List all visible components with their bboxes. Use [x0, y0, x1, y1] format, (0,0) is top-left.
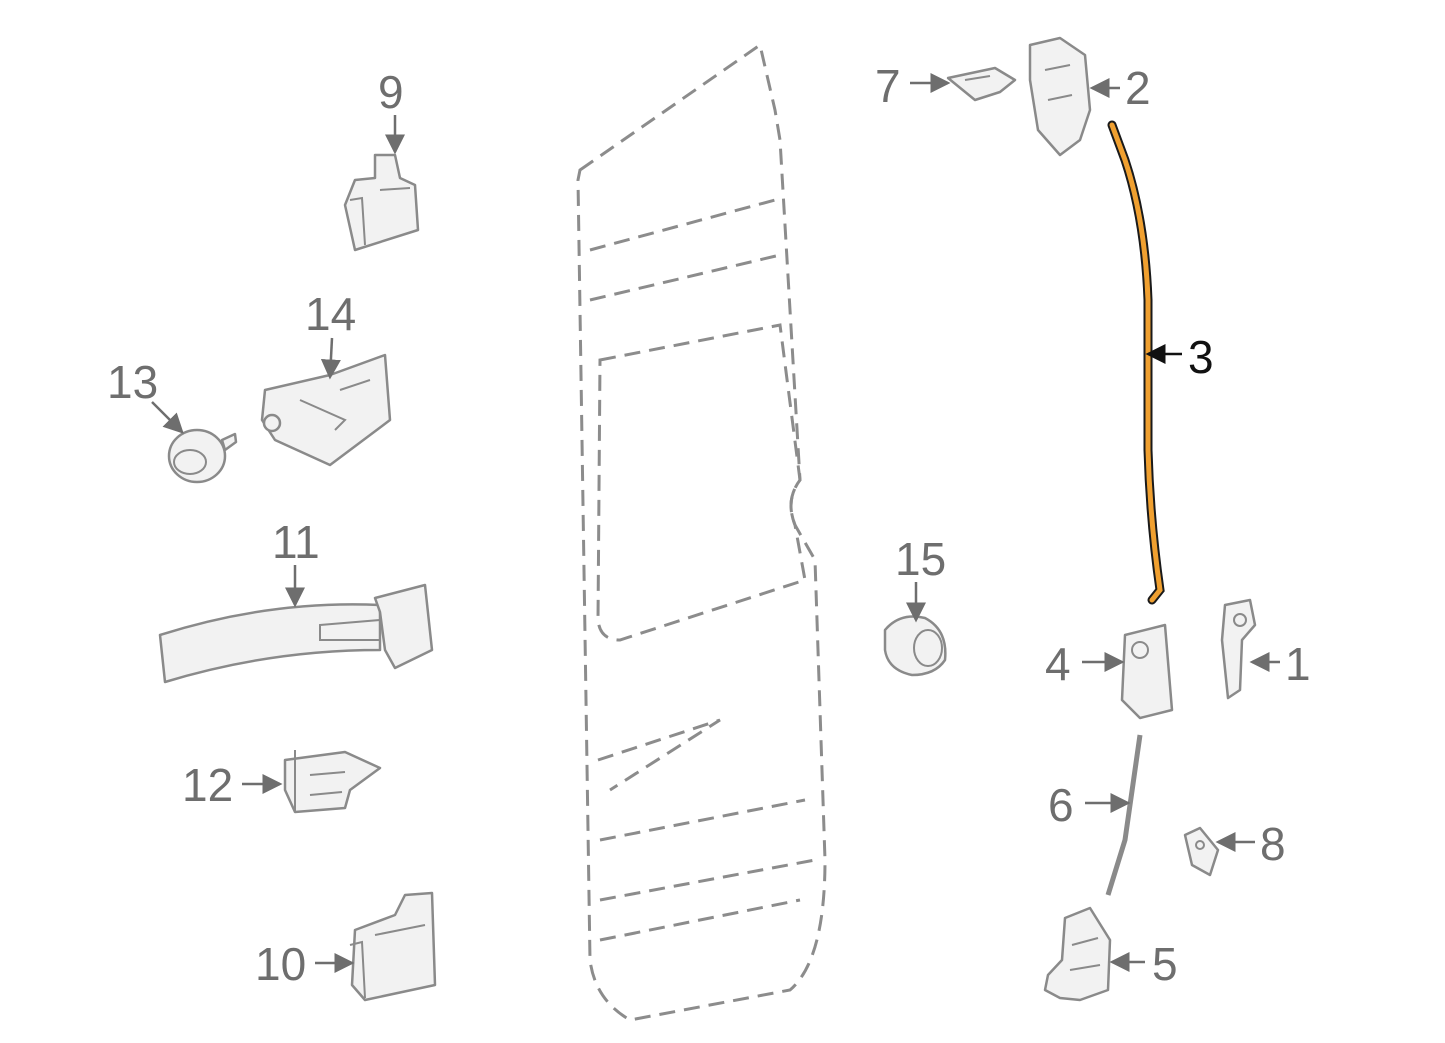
callout-8: 8 [1260, 818, 1286, 870]
callout-arrows [151, 73, 1280, 973]
part-1-striker [1220, 598, 1257, 700]
callout-7: 7 [875, 60, 901, 112]
part-10-hinge-lower [349, 891, 437, 1002]
callout-2: 2 [1125, 62, 1151, 114]
part-13-knob [167, 428, 238, 484]
callout-12: 12 [182, 759, 233, 811]
part-12-hinge-small [283, 750, 382, 814]
callout-9: 9 [378, 66, 404, 118]
part-15-bumper [883, 615, 947, 677]
callout-14: 14 [305, 288, 356, 340]
callout-4: 4 [1045, 638, 1071, 690]
part-4-latch [1120, 623, 1174, 720]
callout-3: 3 [1188, 331, 1214, 383]
callout-10: 10 [255, 938, 306, 990]
part-6-rod [1105, 734, 1143, 896]
part-3-cable [1107, 120, 1165, 605]
callout-1: 1 [1285, 638, 1311, 690]
rear-door-outline [576, 42, 827, 1022]
part-9-hinge [343, 153, 420, 252]
callout-15: 15 [895, 533, 946, 585]
part-2-lock-upper [1028, 36, 1092, 157]
callout-5: 5 [1152, 938, 1178, 990]
callout-13: 13 [107, 356, 158, 408]
part-8-striker-plate [1183, 826, 1220, 877]
part-11-check-strap [158, 583, 434, 684]
part-7-clip [946, 66, 1017, 102]
part-14-bracket [260, 353, 392, 467]
callout-6: 6 [1048, 779, 1074, 831]
callout-11: 11 [272, 516, 320, 568]
part-5-lock-lower [1043, 906, 1112, 1002]
